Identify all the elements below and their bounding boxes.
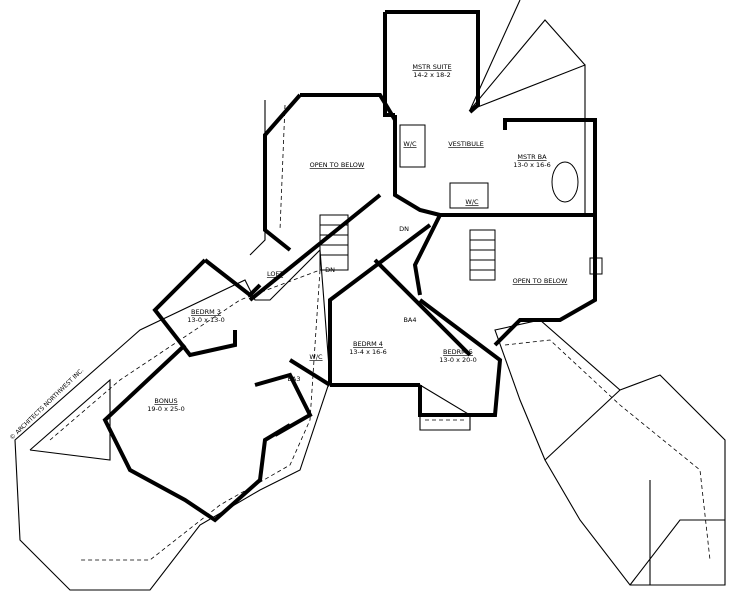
room-label-vestibule: VESTIBULE [448, 140, 484, 148]
stairs [319, 214, 496, 281]
room-label-ba4: BA4 [403, 316, 416, 324]
room-size-bedrm5: 13-0 x 20-0 [439, 356, 476, 364]
room-size-bonus: 19-0 x 25-0 [147, 405, 184, 413]
room-size-bedrm3: 13-0 x 13-0 [187, 316, 224, 324]
room-label-mstr-suite: MSTR SUITE [412, 63, 451, 71]
wic-boxes [399, 124, 489, 209]
room-label-bedrm3: BEDRM 3 [191, 308, 221, 316]
fireplace [589, 257, 603, 275]
room-size-bedrm4: 13-4 x 16-6 [349, 348, 386, 356]
room-label-open-to-below-right: OPEN TO BELOW [513, 277, 568, 285]
room-size-mstr-ba: 13-0 x 16-6 [513, 161, 550, 169]
label-dn-2: DN [325, 266, 335, 274]
room-size-mstr-suite: 14-2 x 18-2 [413, 71, 450, 79]
room-label-bonus: BONUS [154, 397, 177, 405]
room-label-bedrm4: BEDRM 4 [353, 340, 383, 348]
label-dn-1: DN [399, 225, 409, 233]
room-label-loft: LOFT [267, 270, 283, 278]
walls [102, 10, 597, 523]
room-label-wic-3: W/C [309, 353, 323, 361]
room-label-bedrm5: BEDRM 5 [443, 348, 473, 356]
room-label-wic-2: W/C [465, 198, 479, 206]
room-label-ba3: BA3 [287, 375, 300, 383]
copyright-text: © ARCHITECTS NORTHWEST INC. [9, 367, 86, 442]
room-label-mstr-ba: MSTR BA [517, 153, 547, 161]
room-label-wic-1: W/C [403, 140, 417, 148]
roof-outlines [14, 0, 726, 591]
room-label-open-to-below-left: OPEN TO BELOW [310, 161, 365, 169]
bathtub [551, 161, 579, 203]
